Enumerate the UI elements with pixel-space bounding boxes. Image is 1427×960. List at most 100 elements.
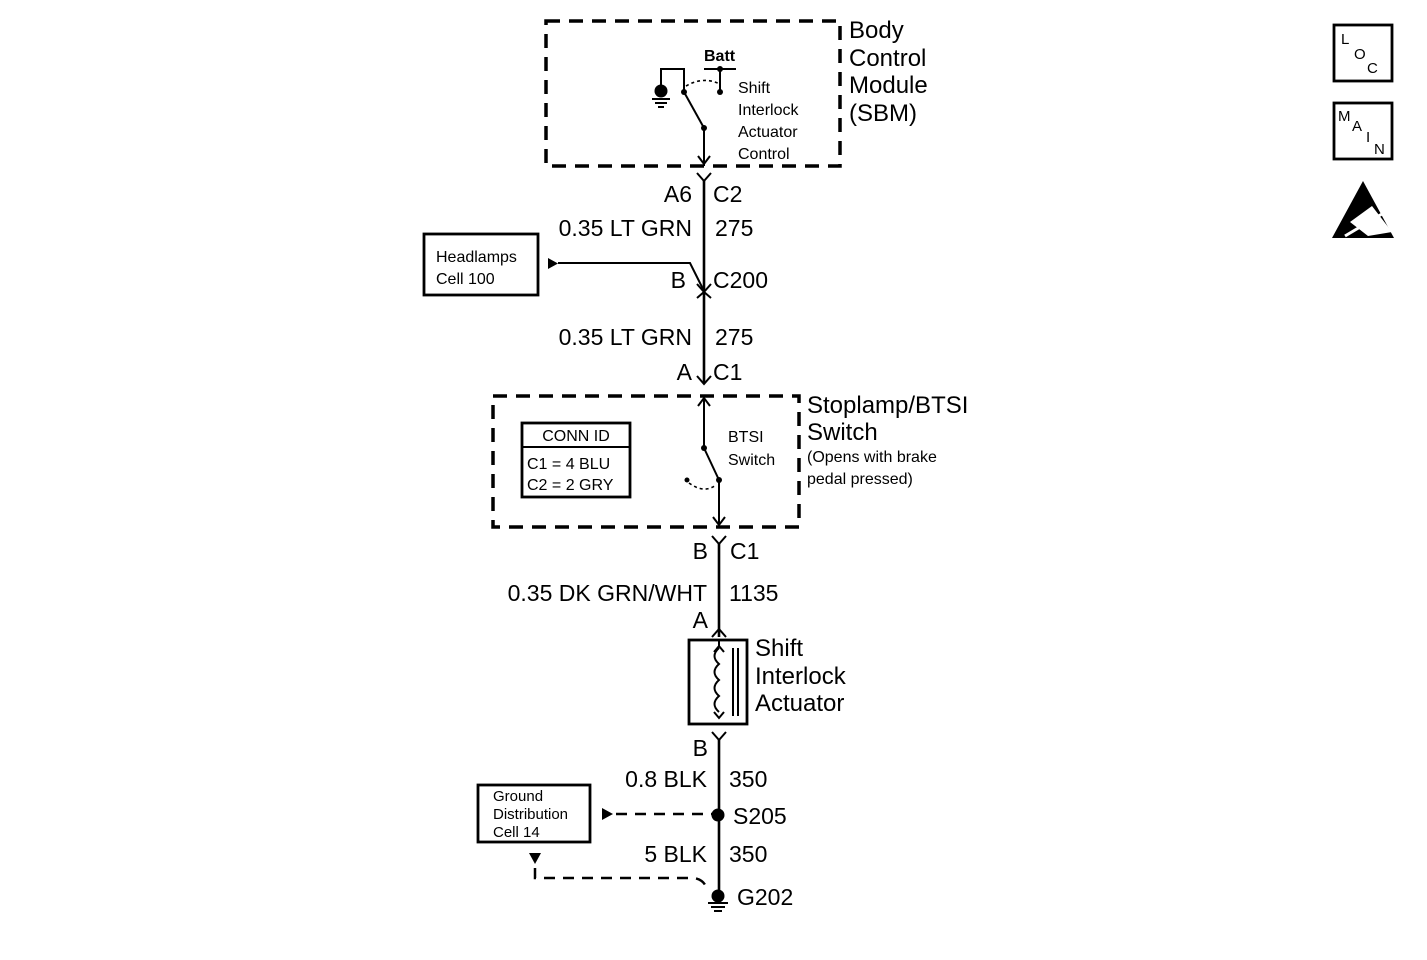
wire-4-circuit: 350 [729,766,767,792]
wire-1-label: 0.35 LT GRN [559,215,692,241]
main-letter-a: A [1352,118,1362,135]
ground-g202: G202 [708,884,793,912]
bcm-ground-lead [660,68,685,92]
main-letter-i: I [1366,129,1370,146]
btsi-blade [703,447,720,481]
bcm-connector: A6 C2 [664,172,742,207]
splice-arrow-icon [602,808,613,820]
switch-note-line-1: (Opens with brake [807,449,937,466]
bcm-title-line-2: Control [849,45,926,72]
switch-boundary [491,394,801,529]
control-line-1: Shift [738,80,771,97]
bcm-switch-blade [683,91,705,129]
actuator-title-line-2: Interlock [755,663,847,690]
esd-slash [1344,206,1393,238]
actuator-title-line-1: Shift [755,635,803,662]
wire-2-circuit: 275 [715,324,753,350]
wire-5-circuit: 350 [729,841,767,867]
bcm-boundary [544,19,842,168]
ground-dist-arrow-icon [529,853,541,864]
btsi-open-contact [684,477,690,483]
conn-id-box [520,421,632,499]
headlamps-line-2: Cell 100 [436,271,495,288]
ground-distribution-box[interactable] [476,783,592,844]
actuator-output-pin: B [693,735,708,761]
bcm-arrow [697,155,711,166]
ground-dist-line-1: Ground [493,788,543,805]
ground-label: G202 [737,884,793,910]
conn-id-row-2: C2 = 2 GRY [527,477,614,494]
switch-output-symbol [711,535,727,546]
actuator-title-line-3: Actuator [755,690,844,717]
loc-letter-c: C [1367,60,1378,77]
bcm-title-line-4: (SBM) [849,100,917,127]
bcm-title-line-3: Module [849,72,928,99]
control-line-3: Actuator [738,124,798,141]
body-control-module: Body Control Module (SBM) Batt Shift Int… [544,17,928,168]
batt-contact [717,89,723,95]
switch-note-line-2: pedal pressed) [807,471,913,488]
bcm-pin: A6 [664,181,692,207]
ground-dist-line-2: Distribution [493,806,568,823]
bcm-ground-dot [654,84,668,98]
wire-1-circuit: 275 [715,215,753,241]
actuator-input-pin: A [693,607,709,633]
actuator-coil-icon [713,647,721,713]
shift-interlock-actuator: Shift Interlock Actuator [687,635,847,726]
main-letter-m: M [1338,108,1351,125]
control-line-4: Control [738,146,790,163]
btsi-lower-arrow [712,516,726,527]
btsi-upper-arrow [697,396,711,407]
main-icon[interactable]: M A I N [1332,101,1394,161]
c200-pin: B [671,267,686,293]
actuator-coil-arrow-top [713,644,725,653]
actuator-coil-arrow-bottom [713,711,725,720]
bcm-switch-motion-arc [685,79,721,87]
ground-distribution-reference[interactable]: Ground Distribution Cell 14 [476,783,592,844]
switch-output-pin: B [693,538,708,564]
headlamps-box[interactable] [422,232,540,297]
actuator-input-symbol [711,627,727,638]
switch-title-line-2: Switch [807,419,878,446]
loc-letter-o: O [1354,46,1366,63]
wire-2-label: 0.35 LT GRN [559,324,692,350]
conn-id-title: CONN ID [542,428,610,445]
batt-node [717,66,723,72]
wire-4-label: 0.8 BLK [625,766,707,792]
bcm-connector-id: C2 [713,181,742,207]
main-letter-n: N [1374,141,1385,158]
headlamps-arrow-icon [548,258,558,269]
wire-5-label: 5 BLK [644,841,707,867]
c200-id: C200 [713,267,768,293]
c200-connector: B C200 [671,267,768,299]
btsi-label-line-1: BTSI [728,429,764,446]
conn-id-row-1: C1 = 4 BLU [527,456,610,473]
headlamps-wire [558,262,705,292]
switch-input-symbol [696,375,712,386]
switch-title-line-1: Stoplamp/BTSI [807,392,968,419]
btsi-label-line-2: Switch [728,452,775,469]
wire-3-label: 0.35 DK GRN/WHT [508,580,707,606]
actuator-output-symbol [711,731,727,742]
splice-label: S205 [733,803,787,829]
batt-label: Batt [704,48,736,65]
switch-c1-output: B C1 [693,535,759,564]
headlamps-reference[interactable]: Headlamps Cell 100 [422,232,540,297]
loc-icon-frame[interactable] [1332,23,1394,83]
switch-input-pin: A [677,359,693,385]
btsi-motion-arc [688,482,717,490]
bcm-connector-symbol [696,172,712,183]
splice-s205-dot [711,808,725,822]
ground-dist-dashed-wire [533,868,709,891]
bcm-title-line-1: Body [849,17,904,44]
ground-g202-dot [711,889,725,903]
switch-output-connector: C1 [730,538,759,564]
stoplamp-btsi-switch: Stoplamp/BTSI Switch (Opens with brake p… [491,392,968,529]
loc-icon[interactable]: L O C [1332,23,1394,83]
esd-warning-icon [1332,181,1394,238]
wire-3-circuit: 1135 [729,580,778,606]
main-icon-frame[interactable] [1332,101,1394,161]
switch-input-connector: C1 [713,359,742,385]
loc-letter-l: L [1341,31,1349,48]
